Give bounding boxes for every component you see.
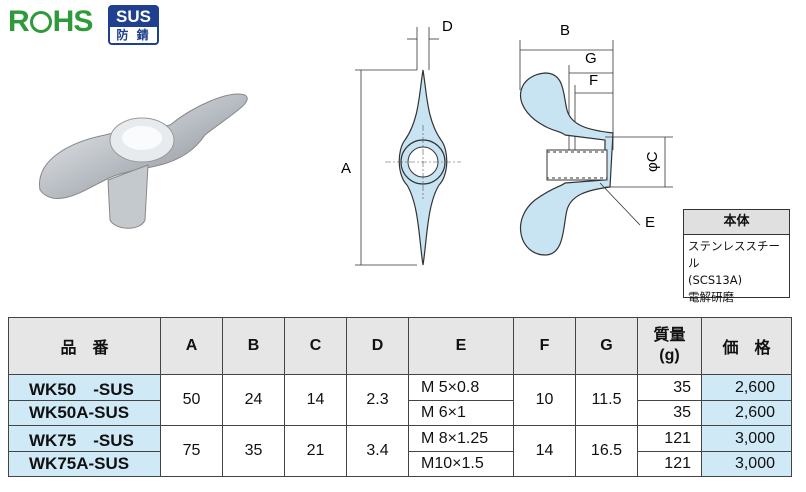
rohs-logo-hs: HS [52,5,94,38]
header-e: E [408,317,514,375]
material-body: ステンレススチール (SCS13A) 電解研磨 [684,235,789,309]
cell-d: 3.4 [346,425,409,477]
cell-a: 50 [160,374,223,426]
material-box: 本体 ステンレススチール (SCS13A) 電解研磨 [683,209,790,304]
sus-badge: SUS 防 錆 [108,5,159,45]
header-code: 品 番 [8,317,161,375]
material-header: 本体 [684,210,789,235]
dim-label-f: F [589,72,598,89]
cell-f: 10 [513,374,576,426]
side-section-drawing: B G F φC E [519,22,673,256]
row-code: WK75A-SUS [8,451,161,477]
material-line-3: 電解研磨 [688,290,734,304]
table-row: WK75 -SUS 75 35 21 3.4 M 8×1.25 14 16.5 … [8,425,792,477]
header-mass: 質量 (g) [637,317,702,375]
rohs-logo-r: R [8,5,30,38]
sus-badge-subtitle: 防 錆 [116,28,151,42]
header-d: D [346,317,409,375]
dim-label-d: D [442,18,453,35]
spec-table: 品 番 A B C D E F G 質量 (g) 価 格 WK50 -SUS 5… [8,317,792,477]
dim-label-e: E [645,214,655,231]
header-price: 価 格 [701,317,792,375]
cell-e: M 6×1 [408,400,514,426]
table-row: WK75A-SUS M10×1.5 121 3,000 [8,451,792,477]
cell-mass: 121 [637,451,702,477]
product-photo [39,93,248,229]
sus-badge-title: SUS [110,7,157,27]
material-line-1: ステンレススチール [688,239,780,270]
cell-mass: 35 [637,400,702,426]
cell-b: 35 [222,425,285,477]
header-b: B [222,317,285,375]
table-header-row: 品 番 A B C D E F G 質量 (g) 価 格 [8,317,792,375]
row-code: WK50 -SUS [8,374,161,401]
rohs-globe-icon [29,11,52,33]
cell-mass: 121 [637,425,702,452]
header-f: F [513,317,576,375]
table-row: WK50A-SUS M 6×1 35 2,600 [8,400,792,426]
dim-label-b: B [560,22,570,39]
cell-c: 14 [284,374,347,426]
cell-g: 11.5 [575,374,638,426]
dim-label-g: G [585,50,597,67]
row-code: WK50A-SUS [8,400,161,426]
cell-a: 75 [160,425,223,477]
dim-label-a: A [341,160,351,177]
material-line-2: (SCS13A) [688,273,743,287]
cell-b: 24 [222,374,285,426]
front-view-drawing: D A [341,18,461,266]
cell-e: M 5×0.8 [408,374,514,401]
cell-e: M10×1.5 [408,451,514,477]
cell-mass: 35 [637,374,702,401]
header-a: A [160,317,223,375]
dim-label-c: φC [644,151,661,172]
cell-price: 3,000 [701,451,792,477]
cell-e: M 8×1.25 [408,425,514,452]
cell-g: 16.5 [575,425,638,477]
table-row: WK50 -SUS 50 24 14 2.3 M 5×0.8 10 11.5 3… [8,374,792,426]
row-code: WK75 -SUS [8,425,161,452]
cell-f: 14 [513,425,576,477]
cell-price: 2,600 [701,374,792,401]
header-c: C [284,317,347,375]
header-g: G [575,317,638,375]
cell-price: 2,600 [701,400,792,426]
cell-d: 2.3 [346,374,409,426]
cell-price: 3,000 [701,425,792,452]
cell-c: 21 [284,425,347,477]
rohs-logo: R HS [8,5,94,38]
